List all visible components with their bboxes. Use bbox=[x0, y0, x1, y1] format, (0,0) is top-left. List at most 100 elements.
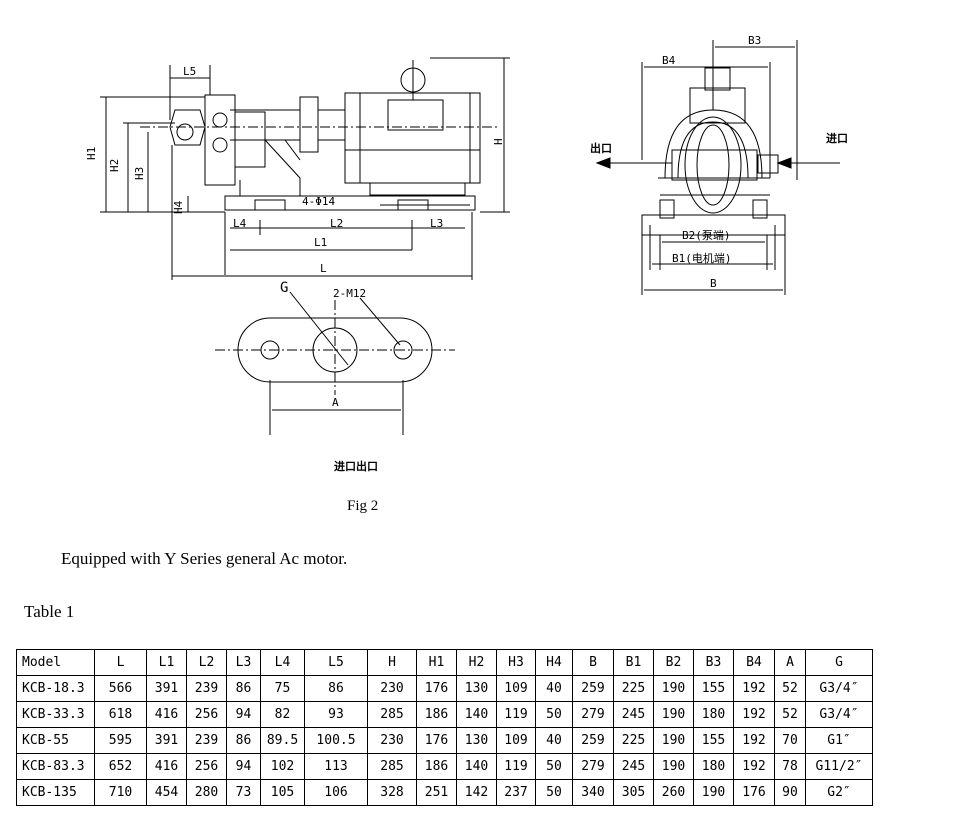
value-cell: 78 bbox=[774, 753, 806, 780]
value-cell: 180 bbox=[693, 753, 734, 780]
col-header: B bbox=[572, 649, 614, 676]
value-cell: 595 bbox=[94, 727, 147, 754]
ports-label: 进口出口 bbox=[334, 459, 378, 473]
end-view: 出口 进口 B3 B4 B2(泵端) B1(电机端) B bbox=[590, 34, 848, 295]
col-header: B3 bbox=[693, 649, 734, 676]
value-cell: 50 bbox=[535, 779, 573, 806]
value-cell: 130 bbox=[456, 727, 497, 754]
value-cell: 52 bbox=[774, 675, 806, 702]
value-cell: 176 bbox=[416, 675, 457, 702]
col-header: L1 bbox=[146, 649, 187, 676]
value-cell: 119 bbox=[496, 701, 536, 728]
value-cell: 113 bbox=[304, 753, 368, 780]
col-header: L4 bbox=[260, 649, 305, 676]
value-cell: 279 bbox=[572, 701, 614, 728]
pump-dimension-drawing: L5 H1 H2 H3 H4 H 4-Φ14 L4 L2 L3 L1 L bbox=[85, 34, 848, 473]
value-cell: 82 bbox=[260, 701, 305, 728]
value-cell: 190 bbox=[653, 701, 694, 728]
value-cell: 106 bbox=[304, 779, 368, 806]
value-cell: 50 bbox=[535, 753, 573, 780]
side-view: L5 H1 H2 H3 H4 H 4-Φ14 L4 L2 L3 L1 L bbox=[85, 57, 510, 280]
dim-h3: H3 bbox=[133, 167, 146, 180]
value-cell: G3/4″ bbox=[805, 675, 873, 702]
dim-b4: B4 bbox=[662, 54, 676, 67]
col-header: H2 bbox=[456, 649, 497, 676]
value-cell: 239 bbox=[186, 675, 227, 702]
dim-h2: H2 bbox=[108, 159, 121, 172]
dim-b1: B1(电机端) bbox=[672, 251, 732, 265]
value-cell: G2″ bbox=[805, 779, 873, 806]
value-cell: 237 bbox=[496, 779, 536, 806]
value-cell: 109 bbox=[496, 727, 536, 754]
value-cell: 73 bbox=[226, 779, 261, 806]
col-header: L bbox=[94, 649, 147, 676]
value-cell: 190 bbox=[693, 779, 734, 806]
table-title: Table 1 bbox=[24, 602, 75, 621]
col-header: Model bbox=[16, 649, 95, 676]
value-cell: 94 bbox=[226, 701, 261, 728]
value-cell: 260 bbox=[653, 779, 694, 806]
model-cell: KCB-18.3 bbox=[16, 675, 95, 702]
dim-a: A bbox=[332, 396, 339, 409]
col-header: B4 bbox=[733, 649, 775, 676]
value-cell: 75 bbox=[260, 675, 305, 702]
value-cell: 566 bbox=[94, 675, 147, 702]
value-cell: 52 bbox=[774, 701, 806, 728]
motor-note: Equipped with Y Series general Ac motor. bbox=[61, 549, 348, 568]
col-header: B2 bbox=[653, 649, 694, 676]
value-cell: 192 bbox=[733, 727, 775, 754]
model-cell: KCB-83.3 bbox=[16, 753, 95, 780]
dim-l3: L3 bbox=[430, 217, 443, 230]
spec-table: Model L L1 L2 L3 L4 L5 H H1 H2 H3 H4 B B… bbox=[16, 649, 873, 806]
dim-hole: 4-Φ14 bbox=[302, 195, 335, 208]
value-cell: 192 bbox=[733, 675, 775, 702]
value-cell: 328 bbox=[367, 779, 417, 806]
col-header: H1 bbox=[416, 649, 457, 676]
dim-b2: B2(泵端) bbox=[682, 229, 731, 242]
col-header: A bbox=[774, 649, 806, 676]
value-cell: 50 bbox=[535, 701, 573, 728]
value-cell: 102 bbox=[260, 753, 305, 780]
col-header: G bbox=[805, 649, 873, 676]
col-header: L3 bbox=[226, 649, 261, 676]
value-cell: 89.5 bbox=[260, 727, 305, 754]
value-cell: 192 bbox=[733, 753, 775, 780]
value-cell: 230 bbox=[367, 675, 417, 702]
value-cell: 93 bbox=[304, 701, 368, 728]
value-cell: 280 bbox=[186, 779, 227, 806]
value-cell: 285 bbox=[367, 701, 417, 728]
col-header: H4 bbox=[535, 649, 573, 676]
value-cell: 251 bbox=[416, 779, 457, 806]
value-cell: 155 bbox=[693, 727, 734, 754]
value-cell: 256 bbox=[186, 701, 227, 728]
dim-l1: L1 bbox=[314, 236, 327, 249]
value-cell: 190 bbox=[653, 675, 694, 702]
value-cell: 130 bbox=[456, 675, 497, 702]
value-cell: 305 bbox=[613, 779, 654, 806]
value-cell: 245 bbox=[613, 701, 654, 728]
dim-h4: H4 bbox=[172, 200, 185, 214]
value-cell: 652 bbox=[94, 753, 147, 780]
model-cell: KCB-33.3 bbox=[16, 701, 95, 728]
value-cell: 155 bbox=[693, 675, 734, 702]
dim-l5: L5 bbox=[183, 65, 196, 78]
value-cell: 259 bbox=[572, 675, 614, 702]
col-header: L5 bbox=[304, 649, 368, 676]
dim-l2: L2 bbox=[330, 217, 343, 230]
value-cell: 142 bbox=[456, 779, 497, 806]
value-cell: 86 bbox=[226, 727, 261, 754]
value-cell: 225 bbox=[613, 675, 654, 702]
value-cell: 140 bbox=[456, 701, 497, 728]
value-cell: 618 bbox=[94, 701, 147, 728]
col-header: B1 bbox=[613, 649, 654, 676]
value-cell: 94 bbox=[226, 753, 261, 780]
value-cell: 256 bbox=[186, 753, 227, 780]
value-cell: 225 bbox=[613, 727, 654, 754]
model-cell: KCB-55 bbox=[16, 727, 95, 754]
value-cell: 119 bbox=[496, 753, 536, 780]
value-cell: G3/4″ bbox=[805, 701, 873, 728]
value-cell: 180 bbox=[693, 701, 734, 728]
